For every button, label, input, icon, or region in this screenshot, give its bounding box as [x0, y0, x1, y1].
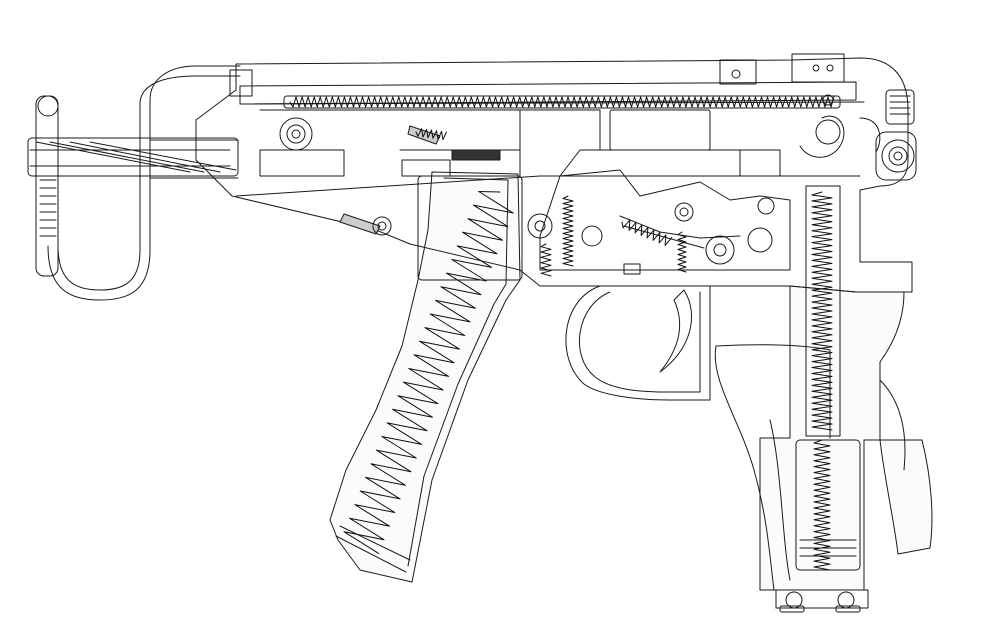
- grip-magazine-insert: [796, 440, 860, 570]
- pistol-grip: [715, 286, 932, 590]
- recoil-spring-rod: [284, 96, 840, 108]
- stock-wire-frame: [48, 66, 240, 300]
- stock-butt-plate: [36, 96, 58, 276]
- trigger: [660, 290, 692, 372]
- front-sight: [886, 90, 914, 124]
- trigger-guard: [566, 286, 710, 400]
- grip-base: [776, 590, 868, 612]
- magazine: [330, 172, 520, 582]
- magazine-well: [418, 176, 522, 280]
- stock-rod: [28, 138, 238, 176]
- ejection-port: [560, 110, 740, 176]
- receiver-housing: [196, 54, 912, 292]
- muzzle: [860, 118, 916, 180]
- folding-stock: [28, 66, 240, 300]
- trigger-springs: [416, 129, 686, 276]
